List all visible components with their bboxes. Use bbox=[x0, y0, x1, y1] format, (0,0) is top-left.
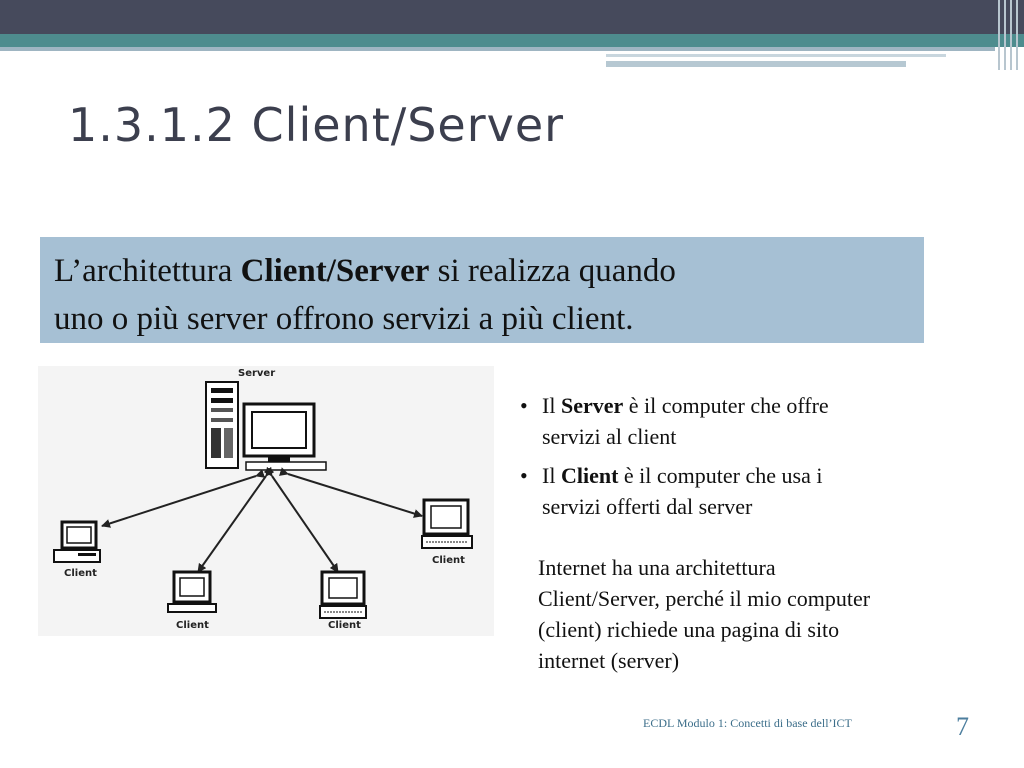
client-server-diagram: Server Client Client bbox=[38, 366, 494, 636]
slide-title: 1.3.1.2 Client/Server bbox=[68, 98, 565, 152]
bullet-suffix: è il computer che offre bbox=[623, 393, 829, 418]
bullet-dot-icon: • bbox=[520, 393, 528, 418]
bullet-list: • Il Server è il computer che offre serv… bbox=[520, 390, 960, 530]
server-tower-icon bbox=[205, 381, 239, 469]
bullet-line-2: servizi al client bbox=[542, 424, 677, 449]
header-line bbox=[606, 61, 906, 67]
definition-suffix: si realizza quando bbox=[429, 253, 676, 289]
internet-note: Internet ha una architettura Client/Serv… bbox=[538, 552, 978, 676]
header-band bbox=[0, 0, 1024, 70]
bullet-line-1: Il Client è il computer che usa i bbox=[542, 460, 960, 491]
header-dark-stripe bbox=[0, 0, 1024, 34]
header-gray-stripe bbox=[0, 47, 995, 51]
note-line: Internet ha una architettura bbox=[538, 555, 776, 580]
bullet-prefix: Il bbox=[542, 393, 561, 418]
link-arrow bbox=[263, 466, 339, 573]
definition-box: L’architettura Client/Server si realizza… bbox=[40, 237, 924, 343]
client-desktop-icon bbox=[319, 570, 367, 619]
network-diagram-image: Server Client Client bbox=[53, 368, 473, 631]
server-label: Server bbox=[238, 368, 275, 379]
note-line: Client/Server, perché il mio computer bbox=[538, 586, 871, 611]
bullet-line-2: servizi offerti dal server bbox=[542, 494, 753, 519]
client-laptop-icon bbox=[167, 570, 217, 613]
link-arrow bbox=[279, 467, 423, 518]
footer-text: ECDL Modulo 1: Concetti di base dell’ICT bbox=[643, 716, 852, 730]
header-line bbox=[606, 54, 946, 57]
bullet-suffix: è il computer che usa i bbox=[618, 463, 823, 488]
bullet-item-client: • Il Client è il computer che usa i serv… bbox=[520, 460, 960, 522]
link-arrow bbox=[197, 466, 275, 573]
bullet-prefix: Il bbox=[542, 463, 561, 488]
note-line: (client) richiede una pagina di sito bbox=[538, 617, 840, 642]
server-monitor-icon bbox=[242, 402, 327, 471]
bullet-dot-icon: • bbox=[520, 463, 528, 488]
definition-line-1: L’architettura Client/Server si realizza… bbox=[54, 247, 910, 295]
note-line: internet (server) bbox=[538, 648, 680, 673]
bullet-line-1: Il Server è il computer che offre bbox=[542, 390, 960, 421]
client-label: Client bbox=[328, 620, 361, 631]
header-vertical-lines bbox=[996, 0, 1024, 70]
bullet-bold: Server bbox=[560, 393, 624, 418]
client-label: Client bbox=[176, 620, 209, 631]
bullet-bold: Client bbox=[560, 463, 619, 488]
client-desktop-icon bbox=[421, 498, 473, 549]
page-number: 7 bbox=[956, 712, 969, 741]
definition-prefix: L’architettura bbox=[54, 253, 241, 289]
client-label: Client bbox=[432, 555, 465, 566]
client-desktop-icon bbox=[53, 520, 101, 563]
client-label: Client bbox=[64, 568, 97, 579]
definition-line-2: uno o più server offrono servizi a più c… bbox=[54, 301, 634, 337]
definition-bold: Client/Server bbox=[240, 253, 430, 289]
bullet-item-server: • Il Server è il computer che offre serv… bbox=[520, 390, 960, 452]
header-teal-stripe bbox=[0, 34, 1024, 47]
link-arrow bbox=[101, 469, 265, 528]
